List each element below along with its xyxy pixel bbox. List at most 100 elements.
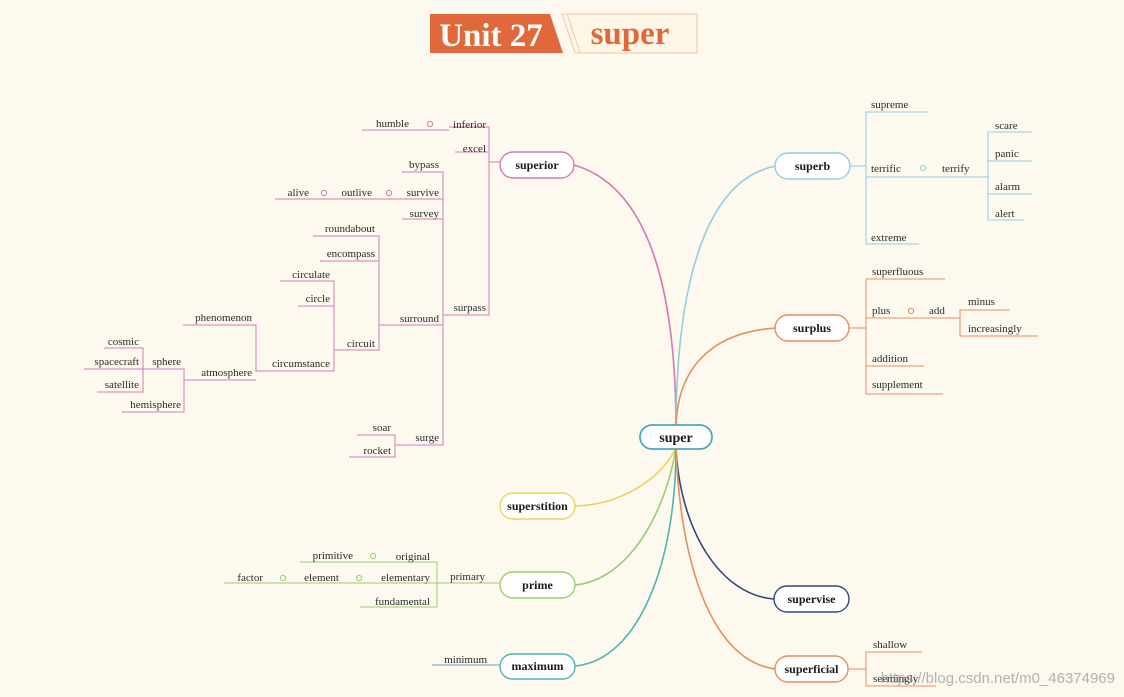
title-banner: Unit 27 super [430, 13, 698, 54]
word-surround: surround [400, 313, 440, 325]
word-primary: primary [450, 571, 485, 583]
word-minus: minus [968, 296, 995, 308]
word-circuit: circuit [347, 338, 375, 350]
word-elementary: elementary [381, 572, 430, 584]
node-maximum-label: maximum [512, 659, 564, 673]
word-survey: survey [410, 208, 440, 220]
word-spacecraft: spacecraft [94, 356, 139, 368]
word-inferior: inferior [453, 119, 486, 131]
curve-superior [573, 164, 677, 431]
word-seemingly: seemingly [873, 673, 919, 685]
synonym-mark [907, 307, 915, 315]
word-cosmic: cosmic [108, 336, 139, 348]
title-word: super [591, 16, 670, 52]
word-atmosphere: atmosphere [201, 367, 252, 379]
branch-prime: prime primary original primitive element… [224, 550, 576, 608]
node-prime-label: prime [522, 578, 553, 592]
word-supplement: supplement [872, 379, 923, 391]
main-branches [573, 164, 777, 670]
node-supervise[interactable]: supervise [773, 585, 850, 613]
word-surpass: surpass [454, 302, 486, 314]
word-roundabout: roundabout [325, 223, 375, 235]
word-terrific: terrific [871, 163, 901, 175]
word-plus: plus [872, 305, 890, 317]
word-factor: factor [237, 572, 263, 584]
node-superficial[interactable]: superficial [774, 655, 849, 683]
node-superior-label: superior [515, 158, 559, 172]
curve-superficial [675, 447, 776, 670]
node-superb[interactable]: superb [774, 152, 851, 180]
word-element: element [304, 572, 339, 584]
word-terrify: terrify [942, 163, 970, 175]
curve-prime [574, 447, 677, 586]
synonym-mark [320, 189, 328, 197]
title-word-box [561, 13, 698, 54]
word-sphere: sphere [152, 356, 181, 368]
word-rocket: rocket [364, 445, 391, 457]
word-encompass: encompass [327, 248, 375, 260]
title-unit-badge [430, 14, 563, 53]
node-superficial-label: superficial [785, 662, 840, 676]
word-add: add [929, 305, 945, 317]
word-outlive: outlive [341, 187, 372, 199]
synonym-mark [355, 574, 363, 582]
word-original: original [396, 551, 430, 563]
word-humble: humble [376, 118, 409, 130]
word-primitive: primitive [313, 550, 353, 562]
node-supervise-label: supervise [788, 592, 837, 606]
word-increasingly: increasingly [968, 323, 1022, 335]
word-circulate: circulate [292, 269, 330, 281]
word-scare: scare [995, 120, 1018, 132]
watermark: https://blog.csdn.net/m0_46374969 [881, 670, 1115, 687]
word-alive: alive [288, 187, 309, 199]
node-superstition-label: superstition [507, 499, 568, 513]
word-survive: survive [407, 187, 440, 199]
root-node[interactable]: super [639, 424, 713, 450]
root-label: super [659, 431, 692, 446]
curve-superstition [574, 447, 677, 507]
title-divider [566, 13, 581, 54]
synonym-mark [426, 120, 434, 128]
synonym-mark [385, 189, 393, 197]
synonym-mark [369, 552, 377, 560]
word-alert: alert [995, 208, 1015, 220]
node-prime[interactable]: prime [499, 571, 576, 599]
synonym-mark [279, 574, 287, 582]
word-fundamental: fundamental [375, 596, 430, 608]
curve-maximum [574, 447, 677, 667]
word-shallow: shallow [873, 639, 907, 651]
curve-surplus [675, 327, 777, 431]
word-soar: soar [373, 422, 392, 434]
node-surplus-label: surplus [793, 321, 831, 335]
branch-superior: superior inferior humble excel surpass b… [84, 118, 575, 458]
curve-supervise [675, 447, 775, 600]
word-phenomenon: phenomenon [195, 312, 252, 324]
title-unit: Unit 27 [439, 18, 543, 54]
word-hemisphere: hemisphere [130, 399, 181, 411]
word-excel: excel [463, 143, 486, 155]
word-circle: circle [306, 293, 331, 305]
word-extreme: extreme [871, 232, 907, 244]
node-superb-label: superb [795, 159, 831, 173]
curve-superb [675, 165, 777, 431]
synonym-mark [919, 164, 927, 172]
branch-maximum: maximum minimum [432, 653, 576, 680]
word-alarm: alarm [995, 181, 1020, 193]
word-bypass: bypass [409, 159, 439, 171]
node-maximum[interactable]: maximum [499, 653, 576, 680]
node-superior[interactable]: superior [499, 151, 575, 179]
word-surge: surge [415, 432, 439, 444]
word-supreme: supreme [871, 99, 908, 111]
node-surplus[interactable]: surplus [774, 314, 850, 342]
word-superfluous: superfluous [872, 266, 923, 278]
word-minimum: minimum [444, 654, 487, 666]
branch-surplus: surplus superfluous plus add minus incre… [774, 266, 1038, 395]
branch-superficial: superficial shallow seemingly [774, 639, 936, 687]
word-circumstance: circumstance [272, 358, 330, 370]
word-satellite: satellite [105, 379, 139, 391]
node-superstition[interactable]: superstition [499, 492, 576, 520]
word-panic: panic [995, 148, 1019, 160]
branch-superb: superb supreme terrific terrify scare pa… [774, 99, 1032, 245]
word-addition: addition [872, 353, 909, 365]
